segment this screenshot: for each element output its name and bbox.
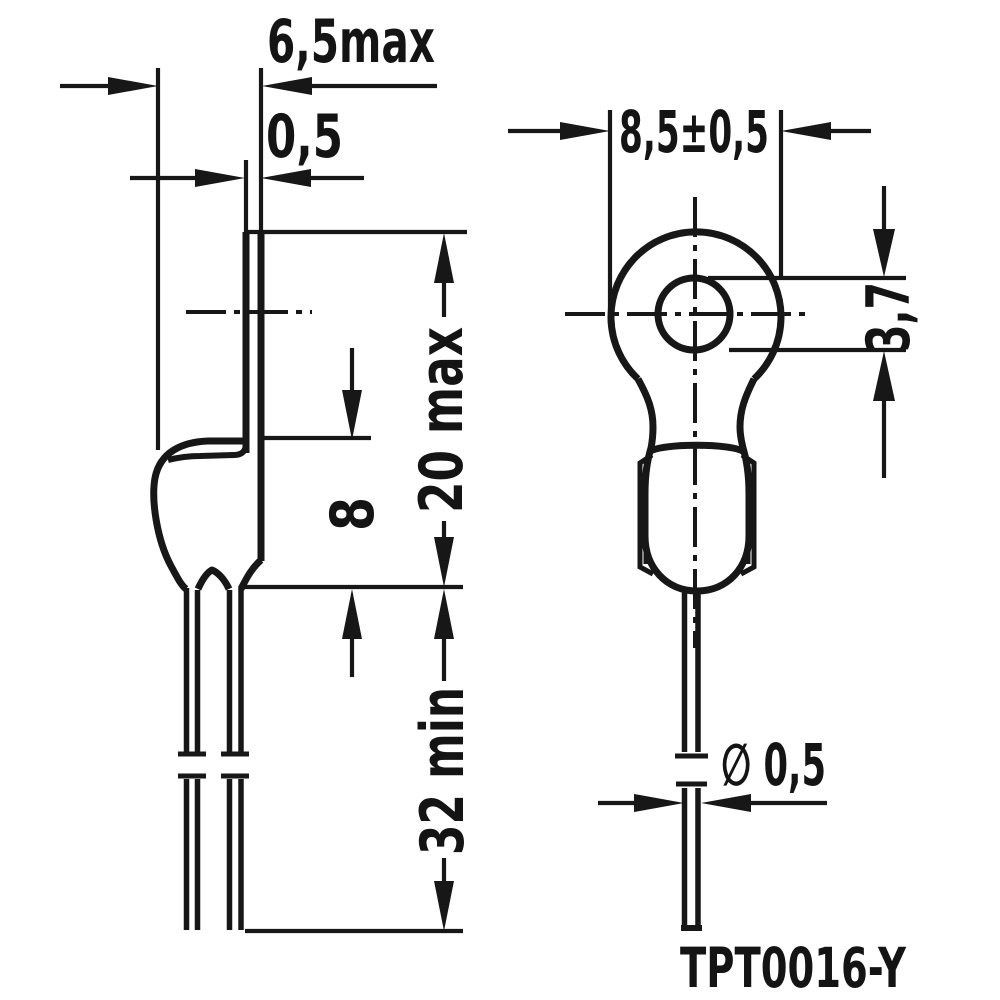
arrowhead — [560, 122, 610, 140]
dim-lead-diameter: ∅ 0,5 — [598, 731, 827, 812]
arrowhead — [342, 589, 362, 639]
arrowhead — [781, 122, 831, 140]
dim-depth-max: 6,5max — [60, 7, 437, 450]
lead-break-marks-front — [675, 753, 708, 931]
arrowhead — [701, 794, 751, 812]
dim-lead-length-label: 32 min — [408, 687, 478, 855]
arrowhead — [195, 169, 245, 187]
dim-overall-height: 20 max — [246, 229, 477, 587]
side-view-leads — [183, 588, 244, 930]
dim-depth-max-label: 6,5max — [267, 7, 435, 77]
side-view-outline — [150, 232, 312, 930]
body-outline — [150, 437, 246, 592]
front-view: 8,5±0,5 3,7 ∅ 0,5 — [508, 98, 924, 931]
dim-lead-diameter-label: ∅ 0,5 — [721, 731, 826, 799]
lead-break-marks — [178, 751, 249, 779]
side-band-right — [739, 452, 757, 577]
arrowhead — [873, 351, 895, 401]
dim-body-height: 8 — [261, 348, 388, 677]
neck-right — [736, 377, 758, 449]
arrowhead — [434, 589, 454, 639]
dim-hole-diameter: 3,7 — [708, 186, 924, 478]
arrowhead — [634, 794, 684, 812]
dim-tab-thickness: 0,5 — [130, 102, 364, 232]
body-bottom-right-slope — [237, 557, 264, 591]
body-bottom-between-leads — [194, 566, 233, 591]
arrowhead — [261, 169, 311, 187]
side-view: 6,5max 0,5 20 max 8 — [60, 7, 478, 934]
arrowhead — [262, 77, 312, 95]
dim-overall-height-label: 20 max — [407, 327, 477, 513]
arrowhead — [434, 233, 454, 283]
dim-hole-diameter-label: 3,7 — [854, 282, 924, 352]
front-view-outline — [565, 197, 812, 931]
body-fillet-line — [167, 442, 249, 463]
arrowhead — [342, 390, 362, 440]
dim-lead-length: 32 min — [240, 584, 478, 934]
front-view-lead — [681, 588, 701, 926]
dim-body-height-label: 8 — [318, 497, 388, 531]
arrowhead — [873, 229, 895, 277]
arrowhead — [434, 881, 454, 931]
dim-tab-thickness-label: 0,5 — [266, 102, 343, 172]
dim-head-width: 8,5±0,5 — [508, 98, 871, 324]
side-band-left — [637, 452, 655, 577]
dim-head-width-label: 8,5±0,5 — [619, 98, 769, 166]
arrowhead — [434, 537, 454, 587]
arrowhead — [108, 77, 158, 95]
neck-left — [634, 377, 657, 449]
part-code: TPT0016-Y — [680, 936, 907, 1000]
